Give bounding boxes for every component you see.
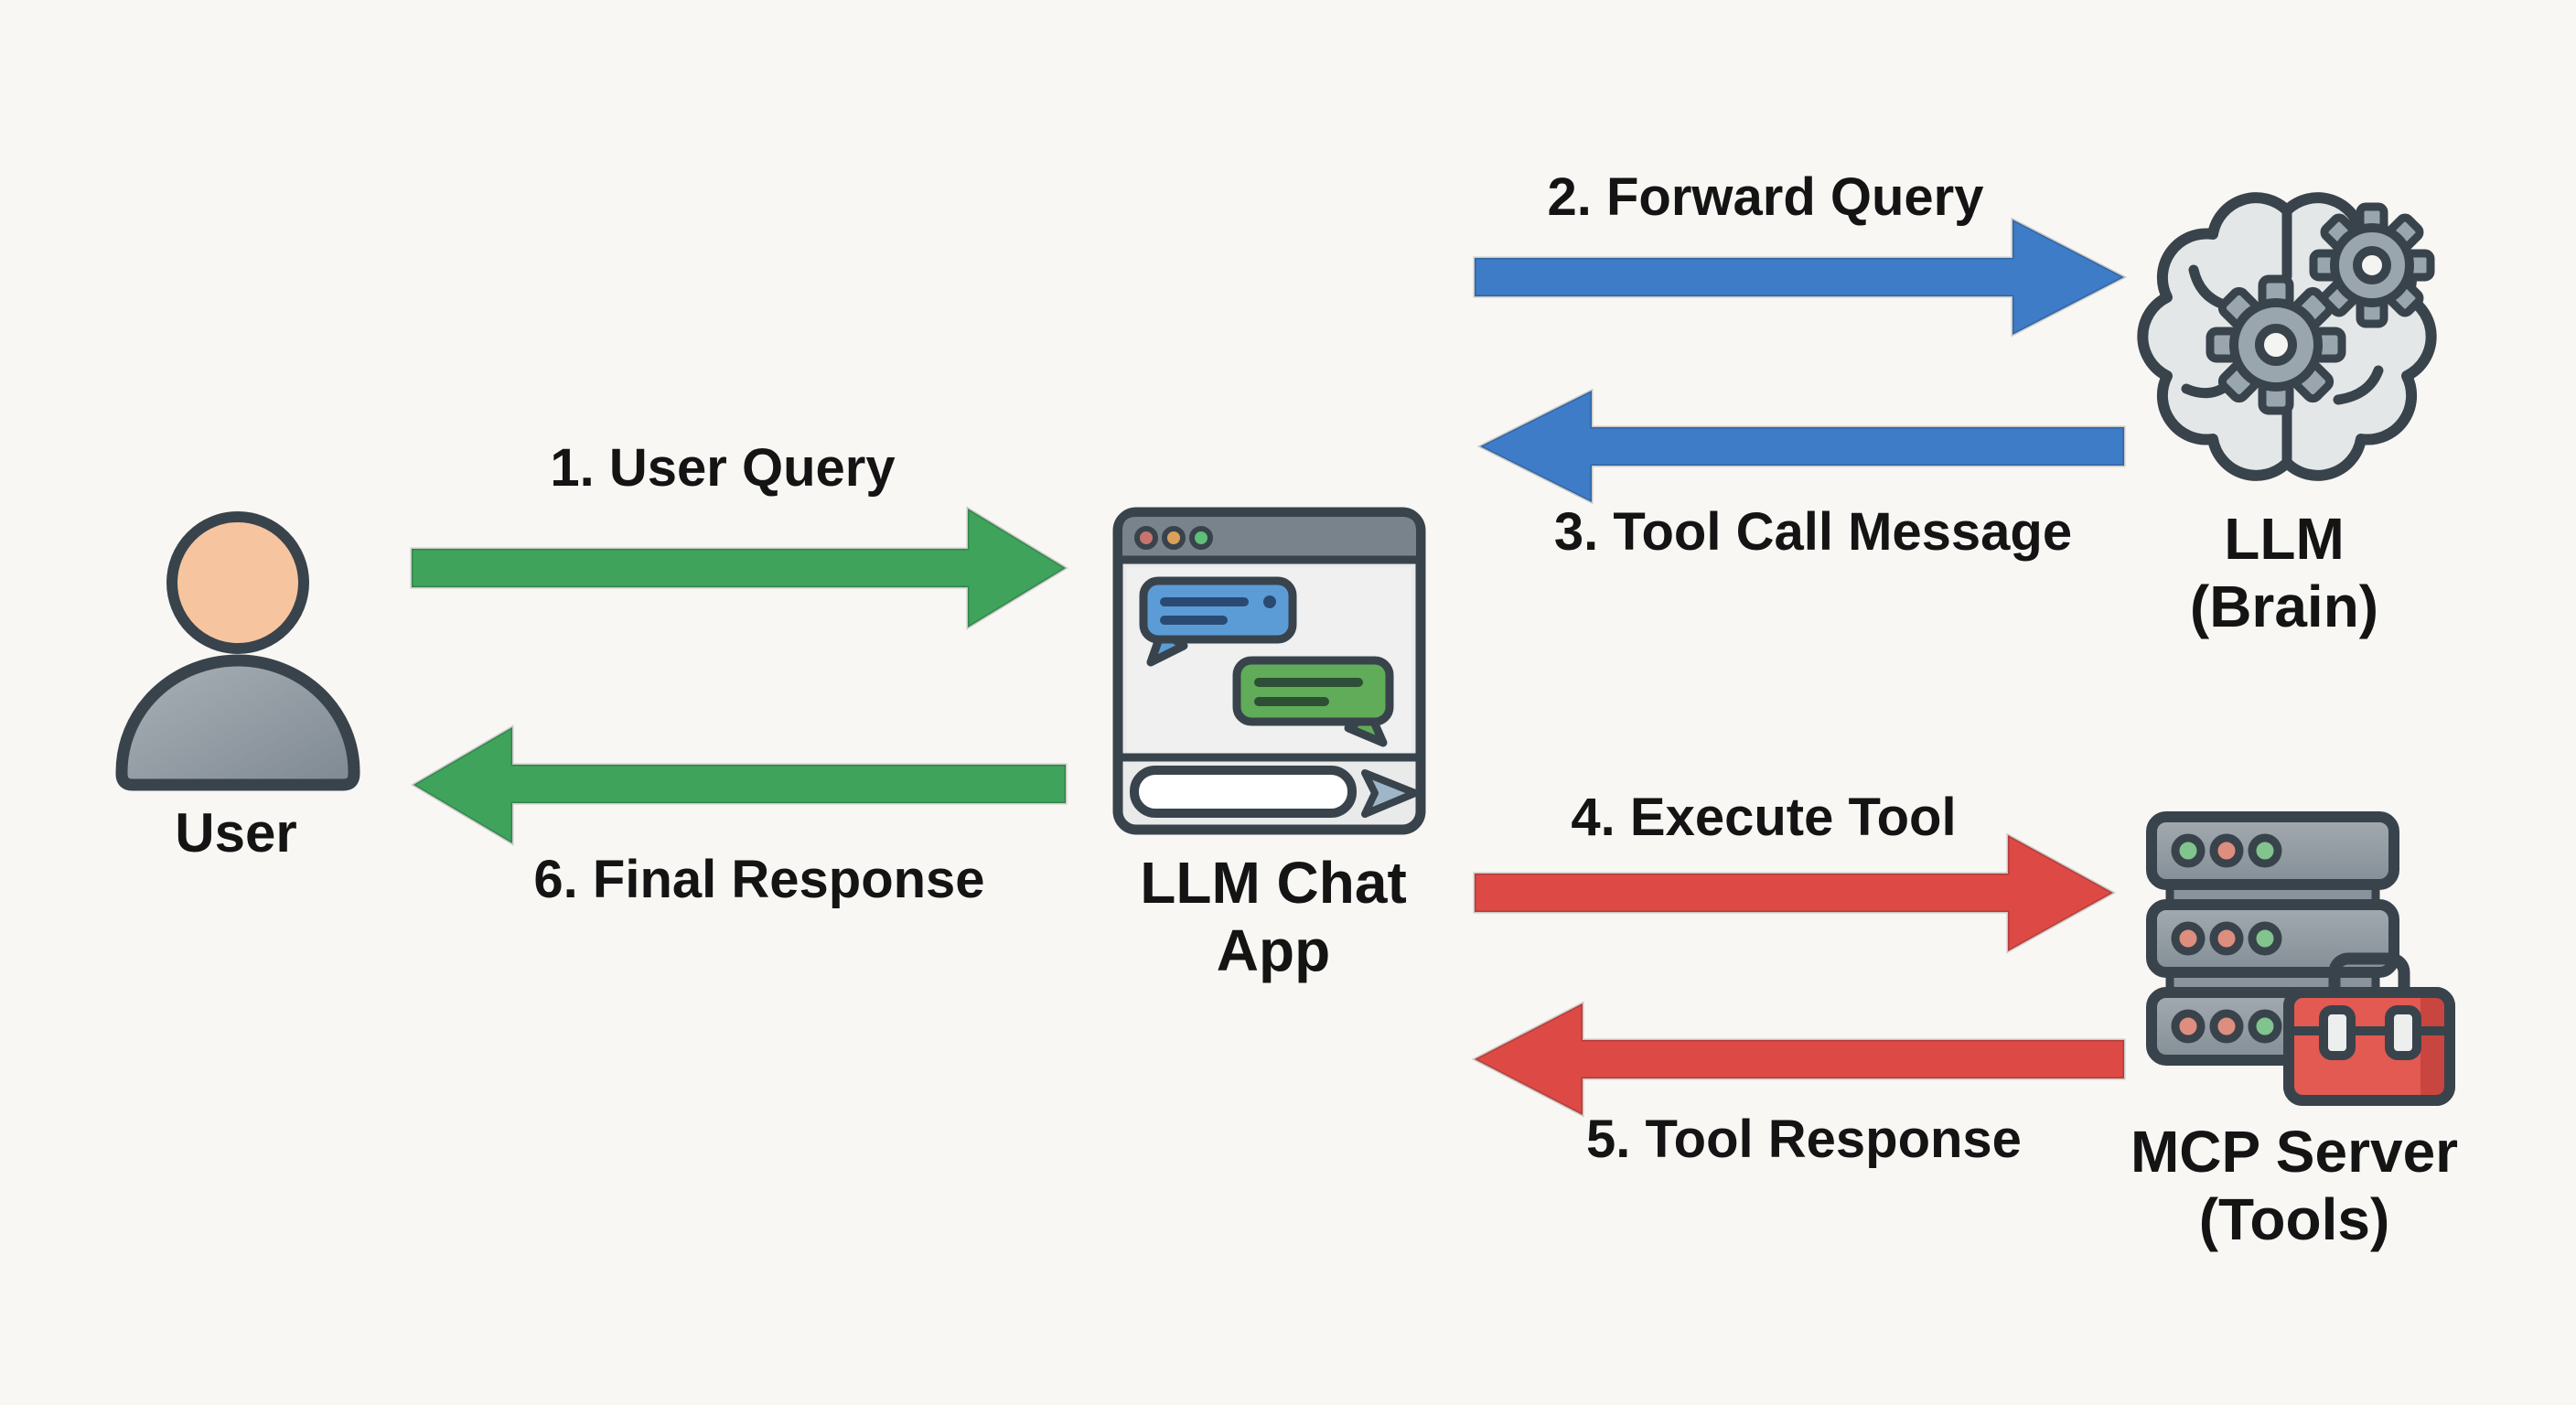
yellow-dot-icon: [1162, 526, 1186, 550]
flow-label-user-query: 1. User Query: [550, 438, 896, 498]
green-dot-icon: [1189, 526, 1213, 550]
chat-app-label-line2: App: [1216, 917, 1331, 984]
flow-label-forward-query: 2. Forward Query: [1547, 167, 1984, 227]
llm-label-line2: (Brain): [2189, 574, 2379, 640]
brain-gears-icon: [2137, 192, 2437, 481]
flow-label-final-response: 6. Final Response: [533, 850, 985, 909]
mcp-server-label-line2: (Tools): [2198, 1186, 2390, 1253]
arrow-6-final-response: [411, 724, 1068, 846]
arrow-4-execute-tool: [1473, 832, 2117, 954]
person-body: [115, 654, 360, 791]
chat-window-icon: [1112, 507, 1426, 835]
gear-icon: [2206, 274, 2346, 415]
flow-label-tool-call-message: 3. Tool Call Message: [1553, 502, 2073, 562]
gear-icon: [2309, 202, 2435, 328]
flow-label-execute-tool: 4. Execute Tool: [1571, 788, 1957, 847]
send-icon[interactable]: [1361, 769, 1419, 818]
arrow-1-user-query: [410, 506, 1068, 630]
message-input[interactable]: [1130, 766, 1357, 818]
user-node-label: User: [175, 802, 297, 863]
chat-bubble-blue: [1139, 576, 1297, 667]
chat-app-node-label: LLM Chat App: [1140, 849, 1407, 984]
traffic-light-dots: [1134, 526, 1213, 550]
llm-label-line1: LLM: [2224, 506, 2345, 572]
toolbox-icon: [2283, 952, 2455, 1106]
arrow-5-tool-response: [1471, 1001, 2126, 1118]
person-icon: [115, 511, 360, 791]
led-indicator: [2171, 833, 2282, 1044]
mcp-server-node-label: MCP Server (Tools): [2131, 1118, 2458, 1253]
red-dot-icon: [1134, 526, 1158, 550]
arrow-2-forward-query: [1473, 217, 2128, 338]
chat-app-label-line1: LLM Chat: [1140, 850, 1407, 916]
arrow-3-tool-call-message: [1476, 388, 2126, 505]
person-head: [166, 511, 309, 654]
chat-bubble-green: [1232, 656, 1394, 747]
mcp-server-label-line1: MCP Server: [2130, 1119, 2459, 1185]
llm-node-label: LLM (Brain): [2190, 505, 2378, 640]
flow-label-tool-response: 5. Tool Response: [1586, 1110, 2022, 1169]
server-toolbox-icon: [2146, 811, 2455, 1106]
